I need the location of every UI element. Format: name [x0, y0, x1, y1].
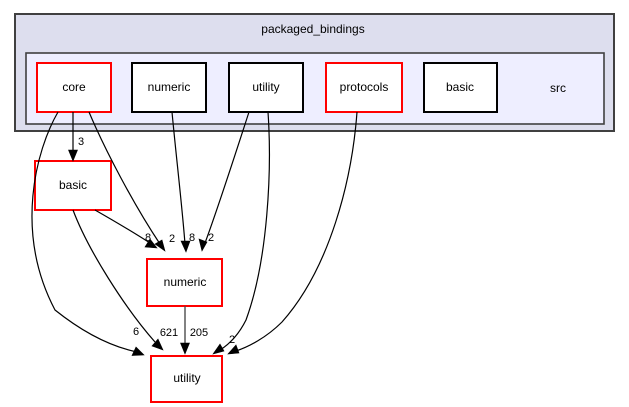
edge-numerictop-to-numeric — [171, 111, 186, 245]
arrowhead-basic-to-utility — [151, 338, 164, 351]
edge-basic-to-utility — [72, 209, 156, 343]
arrowhead-protocols-to-utility — [227, 344, 240, 355]
edge-core-to-numeric — [88, 111, 161, 245]
node-numeric-mid[interactable] — [146, 258, 223, 307]
cluster-src — [25, 52, 605, 125]
arrowhead-core-to-numeric — [154, 239, 166, 252]
node-core[interactable] — [36, 62, 112, 113]
node-label-basic-top: basic — [446, 80, 474, 94]
arrowhead-basic-to-numeric — [144, 238, 158, 249]
edge-label-numerictop-to-numeric: 8 — [189, 232, 195, 244]
edge-label-numeric-to-utility: 205 — [190, 327, 208, 339]
node-utility-bot[interactable] — [150, 355, 223, 403]
edge-utilitytop-to-utility — [219, 111, 270, 351]
node-label-utility-top: utility — [252, 80, 279, 94]
node-protocols[interactable] — [325, 62, 403, 113]
node-numeric-top[interactable] — [131, 62, 207, 113]
node-label-numeric-mid: numeric — [164, 275, 207, 289]
cluster-title-packaged-bindings: packaged_bindings — [261, 22, 364, 36]
edge-label-core-to-numeric: 2 — [169, 233, 175, 245]
node-label-utility-bot: utility — [173, 371, 200, 385]
edge-utilitytop-to-numeric — [204, 111, 250, 244]
edge-basic-to-numeric — [94, 209, 151, 244]
edge-label-utilitytop-to-numeric: 2 — [208, 232, 214, 244]
edge-protocols-to-utility — [235, 111, 358, 352]
node-label-basic-mid: basic — [59, 178, 87, 192]
node-label-numeric-top: numeric — [148, 80, 191, 94]
node-label-protocols: protocols — [340, 80, 389, 94]
arrowhead-numeric-to-utility — [180, 342, 190, 355]
arrowhead-core-to-utility — [131, 346, 145, 356]
edge-label-core-to-basic: 3 — [78, 136, 84, 148]
arrowhead-core-to-basic — [68, 149, 78, 162]
arrowhead-utilitytop-to-utility — [212, 343, 225, 355]
edge-label-basic-to-utility: 621 — [160, 327, 178, 339]
edge-label-protocols-to-utility: 2 — [229, 334, 235, 346]
node-label-core: core — [62, 80, 86, 94]
node-basic-top[interactable] — [423, 62, 498, 113]
edge-label-core-to-utility: 6 — [133, 326, 139, 338]
node-utility-top[interactable] — [228, 62, 304, 113]
arrowhead-numerictop-to-numeric — [180, 240, 191, 253]
edge-label-basic-to-numeric: 8 — [145, 232, 151, 244]
cluster-label-src: src — [550, 81, 566, 95]
arrowhead-utilitytop-to-numeric — [198, 238, 208, 252]
edge-core-to-utility — [31, 111, 138, 353]
